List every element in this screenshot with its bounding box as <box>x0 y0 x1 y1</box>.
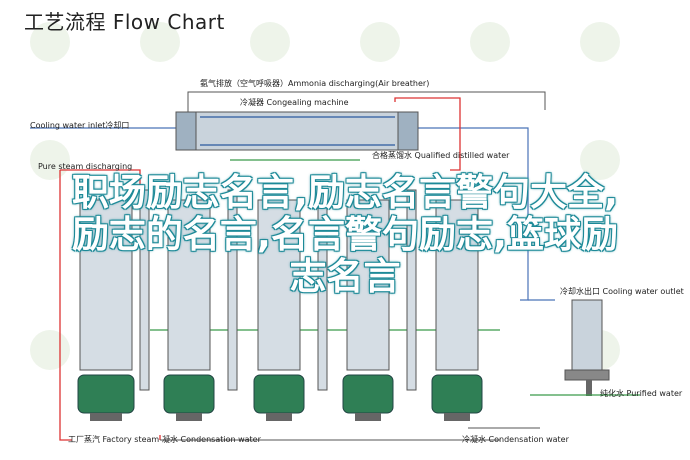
evaporator-column-5 <box>431 199 483 421</box>
watermark-logo <box>250 22 290 62</box>
label-cooling-outlet: 冷却水出口 Cooling water outlet <box>560 287 684 296</box>
evaporator-column-4 <box>342 199 394 421</box>
cooling-water-pipes <box>30 127 555 301</box>
watermark-logo <box>580 140 620 180</box>
overlay-line-3: 志名言 <box>289 255 401 298</box>
evaporator-column-3 <box>253 199 305 421</box>
purified-water-pump <box>564 299 610 396</box>
watermark-logo <box>470 22 510 62</box>
watermark-logo <box>30 330 70 370</box>
evaporator-column-1 <box>77 199 135 421</box>
steam-pipes <box>59 97 461 441</box>
overlay-line-2: 励志的名言,名言警句励志,篮球励 <box>71 213 619 256</box>
watermark-logo <box>140 22 180 62</box>
label-condensation-water-2: 冷凝水 Condensation water <box>462 435 569 444</box>
watermark-logo <box>360 22 400 62</box>
label-ammonia: 氨气排放（空气呼吸器）Ammonia discharging(Air breat… <box>200 79 430 88</box>
condensation-water-pipe <box>160 427 540 441</box>
label-cooling-inlet: Cooling water inlet冷却口 <box>30 121 130 130</box>
preheater-tubes <box>139 189 417 391</box>
ammonia-discharge-pipe <box>187 91 546 120</box>
label-pure-steam: Pure steam discharging <box>38 162 133 171</box>
overlay-line-1: 职场励志名言,励志名言警句大全, <box>71 171 619 214</box>
watermark-logo <box>30 22 70 62</box>
label-factory-steam: 工厂蒸汽 Factory steam <box>68 435 160 444</box>
page-title: 工艺流程 Flow Chart <box>24 10 225 34</box>
label-congealing: 冷凝器 Congealing machine <box>240 98 349 107</box>
watermark-logo <box>580 22 620 62</box>
label-qualified-water: 合格蒸馏水 Qualified distilled water <box>372 151 510 160</box>
evaporator-column-2 <box>163 199 215 421</box>
congealing-machine <box>175 111 419 151</box>
label-purified-water: 纯化水 Purified water <box>600 389 683 398</box>
label-condensation-water: 凝水 Condensation water <box>162 435 261 444</box>
watermark-logo <box>30 140 70 180</box>
